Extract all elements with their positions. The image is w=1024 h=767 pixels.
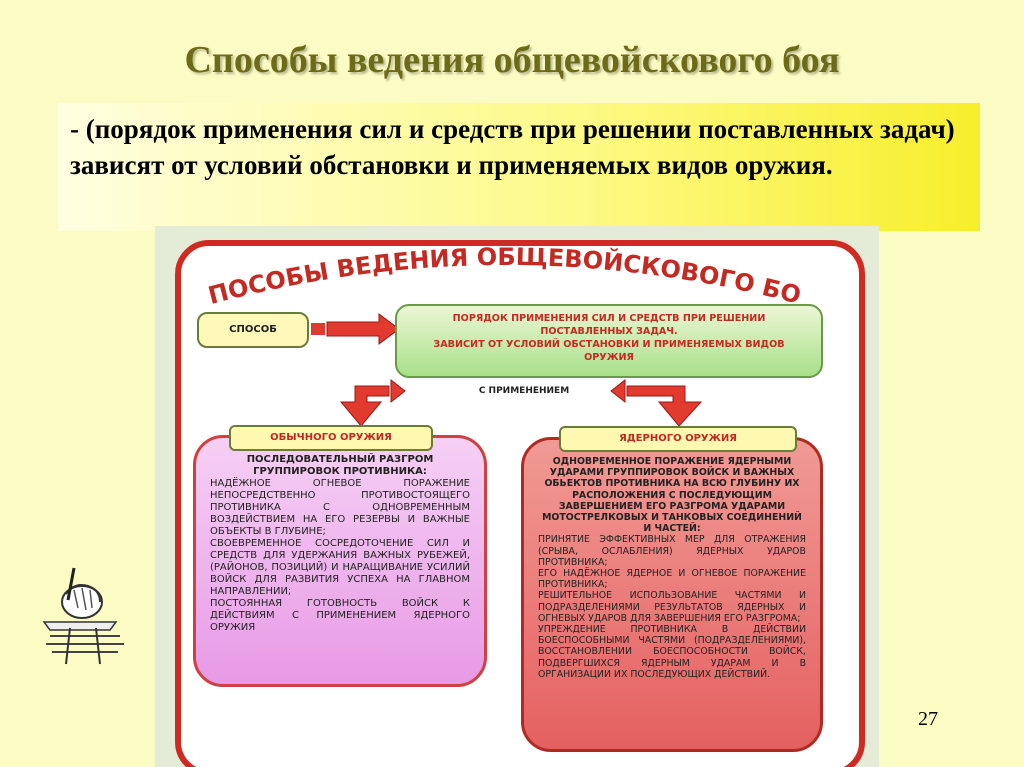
- nuclear-item: решительное использование частями и подр…: [538, 590, 806, 624]
- conventional-item: своевременное сосредоточение сил и средс…: [210, 538, 470, 597]
- conventional-lead-2: ГРУППИРОВОК ПРОТИВНИКА:: [253, 466, 427, 477]
- nuclear-item: упреждение противника в действии боеспос…: [538, 624, 806, 680]
- definition-line-4: ОРУЖИЯ: [584, 352, 634, 363]
- definition-line-3: ЗАВИСИТ ОТ УСЛОВИЙ ОБСТАНОВКИ И ПРИМЕНЯЕ…: [433, 339, 785, 350]
- conventional-item: постоянная готовность войск к действиям …: [210, 598, 470, 633]
- curved-arrow-right-icon: [610, 378, 703, 427]
- right-arrow-icon: [311, 313, 400, 345]
- nuclear-item: принятие эффективных мер для отражения (…: [538, 534, 806, 568]
- writing-hand-icon: [42, 567, 124, 665]
- connector-label: С ПРИМЕНЕНИЕМ: [478, 386, 570, 396]
- scheme-heading: СПОСОБЫ ВЕДЕНИЯ ОБЩЕВОЙСКОВОГО БОЯ: [155, 226, 804, 310]
- scheme-graphics: СПОСОБЫ ВЕДЕНИЯ ОБЩЕВОЙСКОВОГО БОЯ: [155, 226, 804, 427]
- conventional-header: ОБЫЧНОГО ОРУЖИЯ: [229, 425, 433, 451]
- nuclear-header: ЯДЕРНОГО ОРУЖИЯ: [559, 426, 797, 452]
- definition-line-1: ПОРЯДОК ПРИМЕНЕНИЯ СИЛ И СРЕДСТВ ПРИ РЕШ…: [452, 313, 766, 324]
- sposob-label: СПОСОБ: [197, 312, 309, 348]
- conventional-panel: ПОСЛЕДОВАТЕЛЬНЫЙ РАЗГРОМ ГРУППИРОВОК ПРО…: [193, 435, 487, 687]
- nuclear-panel: ОДНОВРЕМЕННОЕ ПОРАЖЕНИЕ ЯДЕРНЫМИ УДАРАМИ…: [521, 437, 823, 752]
- subtitle-box: [58, 103, 980, 231]
- definition-line-2: ПОСТАВЛЕННЫХ ЗАДАЧ.: [540, 326, 678, 337]
- subtitle-text: - (порядок применения сил и средств при …: [70, 114, 955, 180]
- definition-box: ПОРЯДОК ПРИМЕНЕНИЯ СИЛ И СРЕДСТВ ПРИ РЕШ…: [395, 304, 823, 378]
- conventional-lead-1: ПОСЛЕДОВАТЕЛЬНЫЙ РАЗГРОМ: [246, 454, 434, 465]
- nuclear-lead: ОДНОВРЕМЕННОЕ ПОРАЖЕНИЕ ЯДЕРНЫМИ УДАРАМИ…: [542, 456, 802, 535]
- slide-title: Способы ведения общевойскового боя: [184, 39, 840, 81]
- nuclear-item: его надёжное ядерное и огневое поражение…: [538, 568, 806, 591]
- scheme-image: СПОСОБЫ ВЕДЕНИЯ ОБЩЕВОЙСКОВОГО БОЯ СПОСО…: [155, 226, 879, 767]
- curved-arrow-left-icon: [339, 378, 406, 427]
- page-number: 27: [918, 708, 938, 730]
- conventional-item: надёжное огневое поражение непосредствен…: [210, 478, 470, 537]
